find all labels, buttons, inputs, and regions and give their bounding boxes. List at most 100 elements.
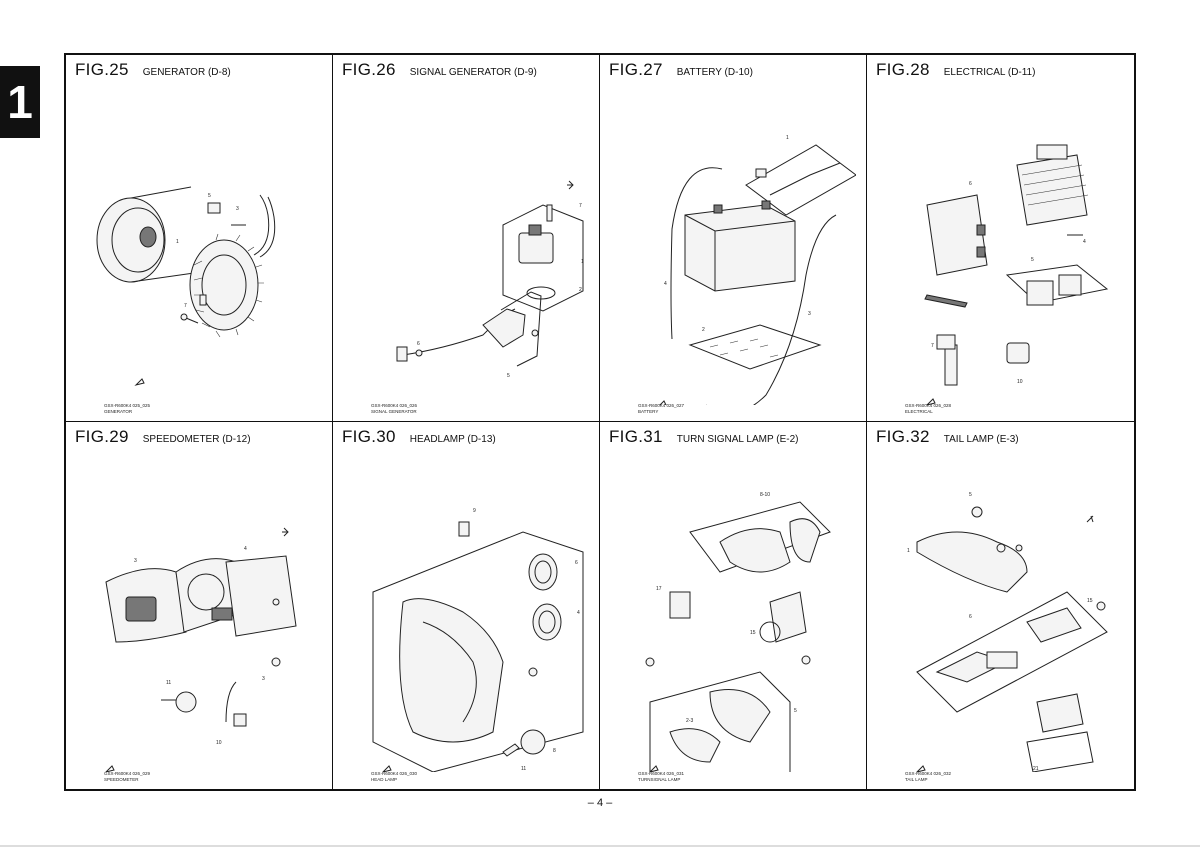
svg-text:5: 5 xyxy=(507,373,510,379)
svg-text:5: 5 xyxy=(208,193,211,199)
svg-text:8-10: 8-10 xyxy=(760,492,770,498)
figure-cell: FIG.25 GENERATOR (D-8) xyxy=(66,55,333,422)
svg-text:15: 15 xyxy=(750,630,756,636)
figure-code: GSX-R600K4 026_030 xyxy=(371,771,418,776)
figure-number: FIG.28 xyxy=(876,60,930,79)
svg-text:6: 6 xyxy=(969,614,972,620)
chapter-number: 1 xyxy=(7,76,33,128)
battery-diagram: 1 4 3 2 xyxy=(610,85,857,414)
figure-number: FIG.29 xyxy=(75,427,129,446)
bottom-divider xyxy=(0,845,1200,847)
figure-header: FIG.32 TAIL LAMP (E-3) xyxy=(876,427,1019,447)
svg-text:3: 3 xyxy=(236,206,239,212)
figure-caption: HEAD LAMP xyxy=(371,777,398,782)
figure-title: SPEEDOMETER (D-12) xyxy=(142,434,251,445)
svg-text:5: 5 xyxy=(1031,257,1034,263)
figure-footer: GSX-R600K4 026_026 SIGNAL GENERATOR xyxy=(371,403,417,415)
figure-footer: GSX-R600K4 026_030 HEAD LAMP xyxy=(371,771,417,783)
svg-text:10: 10 xyxy=(1017,379,1023,385)
figure-header: FIG.26 SIGNAL GENERATOR (D-9) xyxy=(342,60,537,80)
figure-caption: TURNSIGNAL LAMP xyxy=(638,777,681,782)
svg-text:1: 1 xyxy=(907,548,910,554)
page-number: – 4 – xyxy=(587,797,613,809)
chapter-tab: 1 xyxy=(0,66,40,138)
svg-text:4: 4 xyxy=(577,610,580,616)
svg-text:10: 10 xyxy=(216,740,222,746)
svg-text:11: 11 xyxy=(521,766,526,772)
figure-cell: FIG.31 TURN SIGNAL LAMP (E-2) 8-10 17 15 2-… xyxy=(600,422,867,789)
svg-text:2: 2 xyxy=(702,327,705,333)
svg-text:1: 1 xyxy=(176,239,179,245)
figure-footer: GSX-R600K4 026_031 TURNSIGNAL LAMP xyxy=(638,771,684,783)
svg-text:4: 4 xyxy=(1083,239,1086,245)
svg-text:4: 4 xyxy=(244,546,247,552)
figure-footer: GSX-R600K4 025_025 GENERATOR xyxy=(104,403,150,415)
figure-number: FIG.26 xyxy=(342,60,396,79)
figure-caption: SIGNAL GENERATOR xyxy=(371,409,417,414)
svg-text:1: 1 xyxy=(786,135,789,141)
headlamp-diagram: 9 6 4 11 8 xyxy=(343,452,589,773)
figure-code: GSX-R600K4 026_031 xyxy=(638,771,685,776)
svg-text:3: 3 xyxy=(134,558,137,564)
figure-title: GENERATOR (D-8) xyxy=(142,67,231,78)
svg-text:1: 1 xyxy=(581,259,584,265)
svg-text:5: 5 xyxy=(794,708,797,714)
figure-title: TAIL LAMP (E-3) xyxy=(943,434,1019,445)
svg-text:17: 17 xyxy=(656,586,662,592)
svg-text:6: 6 xyxy=(575,560,578,566)
figure-title: TURN SIGNAL LAMP (E-2) xyxy=(676,434,799,445)
svg-text:15: 15 xyxy=(1087,598,1093,604)
svg-text:3: 3 xyxy=(808,311,811,317)
figure-code: GSX-R600K4 026_028 xyxy=(905,403,952,408)
figure-header: FIG.31 TURN SIGNAL LAMP (E-2) xyxy=(609,427,798,447)
figure-code: GSX-R600K4 026_029 xyxy=(104,771,151,776)
svg-text:5: 5 xyxy=(969,492,972,498)
figure-code: GSX-R600K4 026_027 xyxy=(638,403,685,408)
figure-number: FIG.27 xyxy=(609,60,663,79)
figure-code: GSX-R600K4 026_032 xyxy=(905,771,952,776)
figure-caption: ELECTRICAL xyxy=(905,409,933,414)
figure-footer: GSX-R600K4 026_027 BATTERY xyxy=(638,403,684,415)
figure-number: FIG.32 xyxy=(876,427,930,446)
figure-code: GSX-R600K4 025_025 xyxy=(104,403,151,408)
figure-header: FIG.29 SPEEDOMETER (D-12) xyxy=(75,427,251,447)
svg-text:2: 2 xyxy=(579,287,582,293)
svg-text:7: 7 xyxy=(184,303,187,309)
generator-diagram: 1 3 7 5 xyxy=(76,85,322,405)
svg-text:6: 6 xyxy=(417,341,420,347)
figure-cell: FIG.29 SPEEDOMETER (D-12) 3 4 3 11 10 xyxy=(66,422,333,789)
svg-text:6: 6 xyxy=(969,181,972,187)
turn-signal-lamp-diagram: 8-10 17 15 2-3 5 xyxy=(610,452,856,789)
figure-header: FIG.30 HEADLAMP (D-13) xyxy=(342,427,496,447)
svg-text:7: 7 xyxy=(579,203,582,209)
figure-header: FIG.25 GENERATOR (D-8) xyxy=(75,60,231,80)
speedometer-diagram: 3 4 3 11 10 xyxy=(76,452,322,773)
figure-footer: GSX-R600K4 026_032 TAIL LAMP xyxy=(905,771,951,783)
figure-caption: SPEEDOMETER xyxy=(104,777,139,782)
figure-footer: GSX-R600K4 026_029 SPEEDOMETER xyxy=(104,771,150,783)
figure-title: ELECTRICAL (D-11) xyxy=(943,67,1036,78)
svg-text:9: 9 xyxy=(473,508,476,514)
svg-text:3: 3 xyxy=(262,676,265,682)
figure-code: GSX-R600K4 026_026 xyxy=(371,403,418,408)
figure-number: FIG.25 xyxy=(75,60,129,79)
figure-header: FIG.28 ELECTRICAL (D-11) xyxy=(876,60,1035,80)
figure-grid: FIG.25 GENERATOR (D-8) xyxy=(64,53,1136,791)
figure-number: FIG.30 xyxy=(342,427,396,446)
figure-number: FIG.31 xyxy=(609,427,663,446)
svg-text:8: 8 xyxy=(553,748,556,754)
figure-caption: TAIL LAMP xyxy=(905,777,928,782)
svg-text:21: 21 xyxy=(1033,766,1039,772)
figure-footer: GSX-R600K4 026_028 ELECTRICAL xyxy=(905,403,951,415)
svg-text:4: 4 xyxy=(664,281,667,287)
svg-text:11: 11 xyxy=(166,680,171,686)
signal-generator-diagram: 1 2 7 5 6 xyxy=(343,85,589,405)
svg-text:2-3: 2-3 xyxy=(686,718,693,724)
